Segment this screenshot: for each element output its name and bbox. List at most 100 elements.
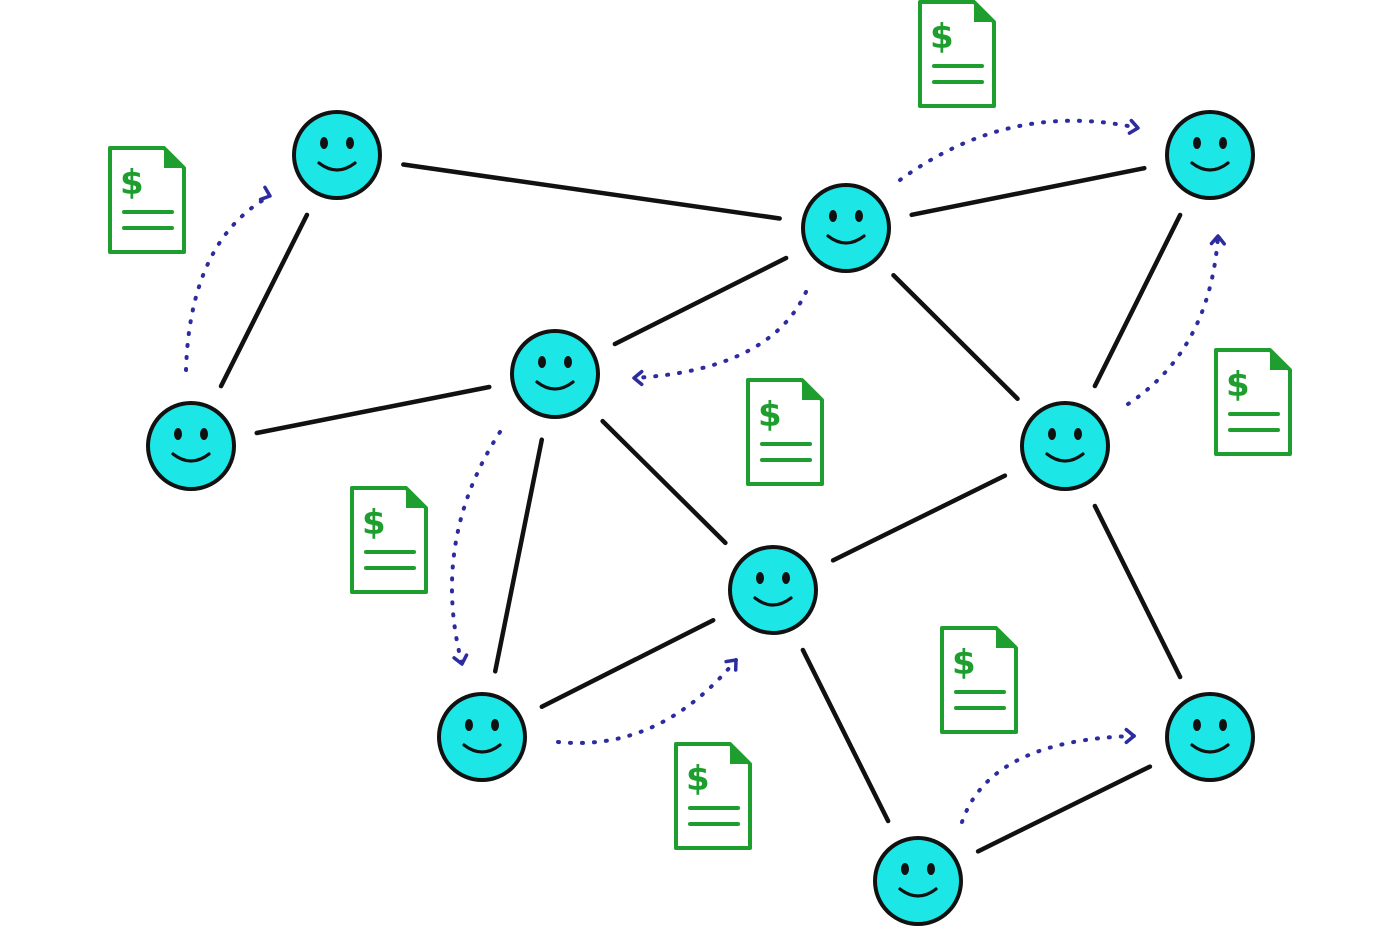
transfer-arrowhead-3 <box>632 369 644 387</box>
transfer-arrowhead-6 <box>724 658 738 672</box>
smiley-face-icon <box>437 692 527 782</box>
document-corner-fold <box>974 2 994 22</box>
transfer-arrowhead-5 <box>452 653 469 666</box>
dollar-document-icon: $ <box>940 626 1018 734</box>
smiley-face-icon <box>873 836 963 926</box>
peer-node-10 <box>1165 692 1255 782</box>
left-eye <box>538 356 546 368</box>
dollar-sign: $ <box>952 643 976 683</box>
transfer-arrow-4 <box>1126 234 1220 406</box>
connection-line-2 <box>218 212 310 389</box>
transfer-arrowhead-2 <box>1127 118 1140 135</box>
smiley-face-icon <box>801 183 891 273</box>
right-eye <box>200 428 208 440</box>
right-eye <box>564 356 572 368</box>
peer-node-5 <box>728 545 818 635</box>
left-eye <box>901 863 909 875</box>
connection-line-1 <box>401 162 782 221</box>
connection-line-6 <box>891 273 1020 401</box>
smile <box>753 596 793 607</box>
peer-node-4 <box>146 401 236 491</box>
smiley-face-icon <box>510 329 600 419</box>
smile <box>535 380 575 391</box>
right-eye <box>1219 137 1227 149</box>
left-eye <box>1193 137 1201 149</box>
document-corner-fold <box>996 628 1016 648</box>
connection-line-9 <box>600 418 728 546</box>
smiley-face-icon <box>1165 692 1255 782</box>
connection-line-13 <box>1092 503 1183 680</box>
smile <box>317 161 357 172</box>
right-eye <box>491 719 499 731</box>
connection-line-8 <box>492 437 545 674</box>
smile <box>898 887 938 898</box>
smiley-face-icon <box>1165 110 1255 200</box>
peer-node-1 <box>292 110 382 200</box>
transfer-arrow-2 <box>898 118 1140 182</box>
document-corner-fold <box>164 148 184 168</box>
dollar-sign: $ <box>120 163 144 203</box>
left-eye <box>756 572 764 584</box>
smile <box>1045 452 1085 463</box>
transfer-arrow-6 <box>556 658 738 745</box>
document-corner-fold <box>802 380 822 400</box>
dollar-sign: $ <box>758 395 782 435</box>
right-eye <box>346 137 354 149</box>
left-eye <box>1048 428 1056 440</box>
peer-node-8 <box>1165 110 1255 200</box>
transfer-arrow-7 <box>960 734 1136 824</box>
peer-node-3 <box>510 329 600 419</box>
connection-line-12 <box>800 647 891 824</box>
smile <box>462 743 502 754</box>
dollar-sign: $ <box>362 503 386 543</box>
dollar-document-icon: $ <box>108 146 186 254</box>
transfer-arrowhead-7 <box>1124 727 1136 745</box>
left-eye <box>174 428 182 440</box>
connection-line-3 <box>254 384 492 436</box>
dollar-document-icon: $ <box>674 742 752 850</box>
smiley-face-icon <box>728 545 818 635</box>
peer-node-2 <box>801 183 891 273</box>
connection-lines <box>218 162 1183 854</box>
document-corner-fold <box>1270 350 1290 370</box>
dollar-document-icon: $ <box>918 0 996 108</box>
dollar-sign: $ <box>1226 365 1250 405</box>
smile <box>171 452 211 463</box>
smile <box>826 234 866 245</box>
dollar-document-icon: $ <box>746 378 824 486</box>
connection-line-10 <box>830 473 1008 563</box>
smiley-face-icon <box>292 110 382 200</box>
connection-line-7 <box>1092 212 1183 389</box>
connection-line-14 <box>975 764 1153 854</box>
peer-node-6 <box>437 692 527 782</box>
smile <box>1190 161 1230 172</box>
payment-documents: $ $ $ $ $ $ $ <box>108 0 1292 850</box>
right-eye <box>927 863 935 875</box>
smile <box>1190 743 1230 754</box>
peer-node-7 <box>1020 401 1110 491</box>
transfer-arrow-3 <box>632 290 808 380</box>
left-eye <box>1193 719 1201 731</box>
connection-line-11 <box>539 617 716 710</box>
document-corner-fold <box>730 744 750 764</box>
transfer-arrowhead-1 <box>258 185 272 202</box>
dollar-sign: $ <box>686 759 710 799</box>
transfer-arrow-5 <box>449 430 502 666</box>
document-corner-fold <box>406 488 426 508</box>
right-eye <box>1074 428 1082 440</box>
peer-node-9 <box>873 836 963 926</box>
smiley-face-icon <box>146 401 236 491</box>
right-eye <box>1219 719 1227 731</box>
right-eye <box>855 210 863 222</box>
dollar-document-icon: $ <box>1214 348 1292 456</box>
connection-line-5 <box>909 165 1147 218</box>
left-eye <box>829 210 837 222</box>
right-eye <box>782 572 790 584</box>
dollar-sign: $ <box>930 17 954 57</box>
peer-nodes <box>146 110 1255 926</box>
dollar-document-icon: $ <box>350 486 428 594</box>
transfer-arrow-1 <box>184 194 272 372</box>
transfer-arrowhead-4 <box>1209 234 1226 246</box>
transfer-arrows <box>184 118 1226 824</box>
